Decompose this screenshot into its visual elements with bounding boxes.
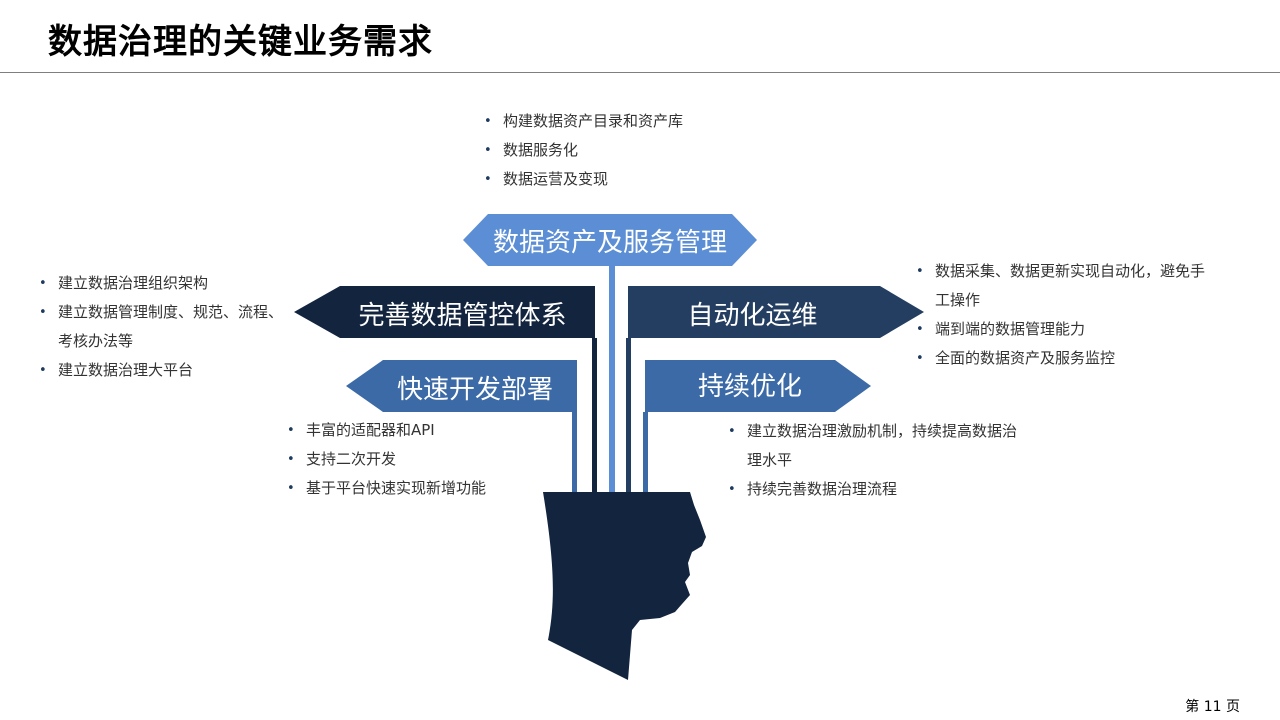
page-title: 数据治理的关键业务需求 xyxy=(48,22,433,62)
banner-right-lower-shape xyxy=(645,360,871,412)
bullets-right-lower: 建立数据治理激励机制，持续提高数据治 理水平 持续完善数据治理流程 xyxy=(725,417,1055,504)
banner-left-lower-shape xyxy=(346,360,577,412)
list-item: 建立数据治理大平台 xyxy=(36,356,296,385)
stem-right-upper xyxy=(626,338,631,492)
title-divider xyxy=(0,72,1280,73)
list-item-continuation: 考核办法等 xyxy=(58,332,134,350)
bullets-left-upper: 建立数据治理组织架构 建立数据管理制度、规范、流程、 考核办法等 建立数据治理大… xyxy=(36,269,296,385)
list-item: 全面的数据资产及服务监控 xyxy=(913,344,1243,373)
head-silhouette xyxy=(543,492,706,680)
banner-top-shape xyxy=(463,214,757,266)
list-item: 持续完善数据治理流程 xyxy=(725,475,1055,504)
banner-right-upper-label: 自动化运维 xyxy=(687,301,818,331)
list-item: 数据运营及变现 xyxy=(481,165,683,194)
list-item: 基于平台快速实现新增功能 xyxy=(284,474,486,503)
page-number: 第 11 页 xyxy=(1185,699,1240,715)
banner-right-upper-shape xyxy=(628,286,924,338)
bullets-right-upper: 数据采集、数据更新实现自动化，避免手 工操作 端到端的数据管理能力 全面的数据资… xyxy=(913,257,1243,373)
list-item: 数据服务化 xyxy=(481,136,683,165)
list-item: 建立数据治理激励机制，持续提高数据治 xyxy=(725,417,1055,446)
list-item: 端到端的数据管理能力 xyxy=(913,315,1243,344)
banner-left-upper-shape xyxy=(294,286,595,338)
banner-right-lower-label: 持续优化 xyxy=(697,372,802,402)
bullets-left-lower: 丰富的适配器和API 支持二次开发 基于平台快速实现新增功能 xyxy=(284,416,486,503)
stem-right-lower xyxy=(643,412,648,492)
banner-left-upper-label: 完善数据管控体系 xyxy=(358,301,567,331)
bullets-top: 构建数据资产目录和资产库 数据服务化 数据运营及变现 xyxy=(481,107,683,194)
list-item-continuation: 理水平 xyxy=(747,451,793,469)
list-item: 建立数据管理制度、规范、流程、 xyxy=(36,298,296,327)
stem-left-upper xyxy=(592,338,597,492)
banner-top-label: 数据资产及服务管理 xyxy=(492,228,727,258)
list-item: 构建数据资产目录和资产库 xyxy=(481,107,683,136)
list-item: 数据采集、数据更新实现自动化，避免手 xyxy=(913,257,1243,286)
list-item: 建立数据治理组织架构 xyxy=(36,269,296,298)
list-item: 支持二次开发 xyxy=(284,445,486,474)
banner-left-lower-label: 快速开发部署 xyxy=(396,375,553,405)
stem-center xyxy=(609,266,615,492)
stem-left-lower xyxy=(572,412,577,492)
list-item: 丰富的适配器和API xyxy=(284,416,486,445)
list-item-continuation: 工操作 xyxy=(935,291,981,309)
